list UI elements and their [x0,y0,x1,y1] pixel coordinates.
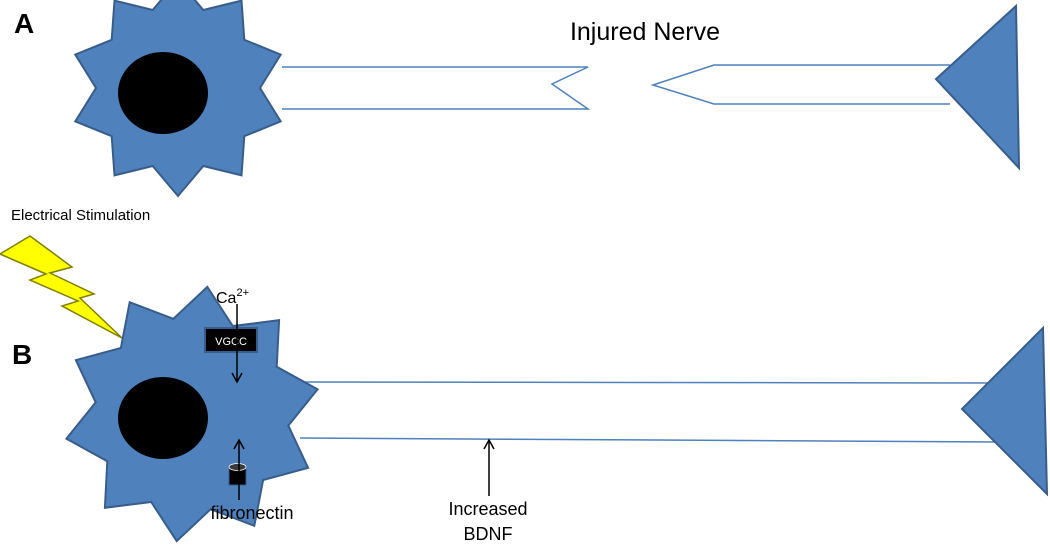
panel-b-letter: B [12,339,32,370]
panel-a-letter: A [14,8,34,39]
calcium-influx-arrowhead [231,372,243,384]
distal-axon-stump [650,64,950,105]
nucleus-b [118,377,208,459]
nucleus-a [118,52,208,134]
lightning-bolt-icon [0,235,123,339]
vgcc-label: VGCC [215,336,247,348]
vgcc-channel [204,327,258,353]
fibronectin-arrowhead [233,438,245,450]
increased-label: Increased [448,499,527,519]
bdnf-arrowhead [483,438,495,450]
electrical-stimulation-label: Electrical Stimulation [11,207,150,224]
proximal-axon-stump [282,66,591,110]
target-terminal-b [960,325,1049,497]
intact-axon [299,381,1001,443]
panel-a-title: Injured Nerve [570,18,720,46]
bdnf-label: BDNF [464,524,513,544]
calcium-label: Ca2+ [216,287,249,307]
fibronectin-receptor-top [228,463,247,471]
fibronectin-label: fibronectin [210,503,293,523]
target-terminal-a [934,3,1021,171]
